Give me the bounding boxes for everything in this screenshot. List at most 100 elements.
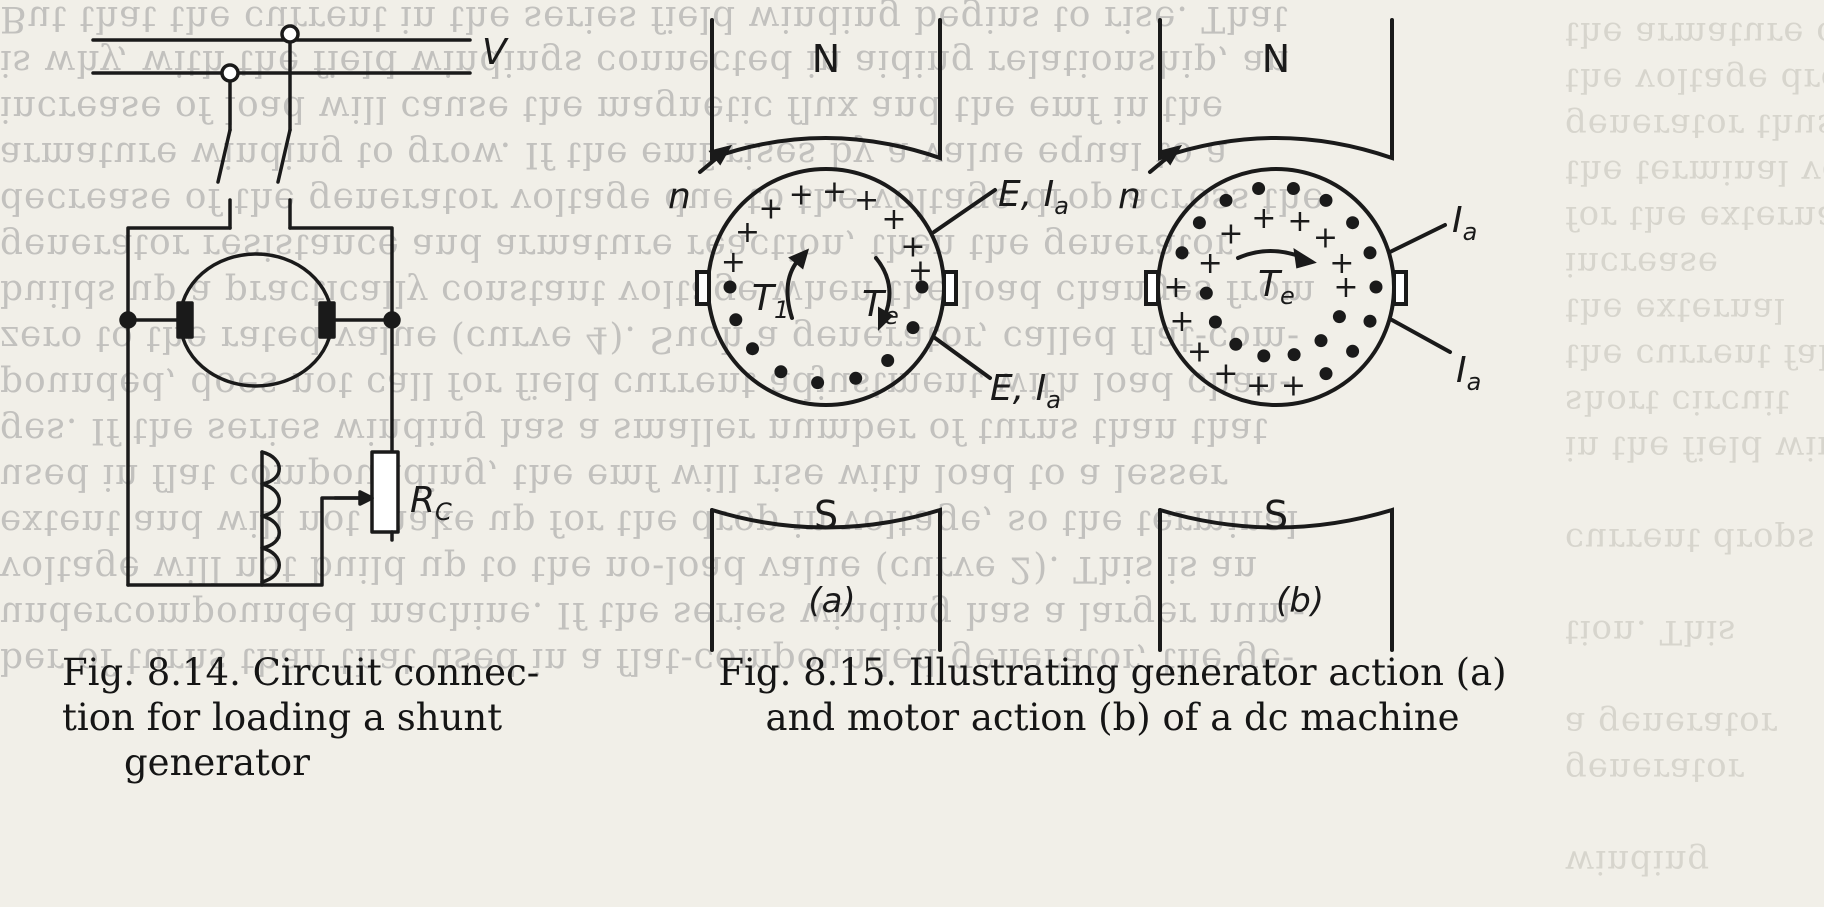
fig-8-15a-generator [695, 18, 997, 652]
torque-label-te-b: Te [1258, 264, 1295, 310]
caption-fig-8-14: Fig. 8.14. Circuit connec- tion for load… [62, 650, 539, 785]
current-top-sub: a [1463, 218, 1478, 246]
caption-8-15-line-1: Fig. 8.15. Illustrating generator action… [718, 651, 1507, 694]
caption-8-14-line-1: Fig. 8.14. Circuit connec- [62, 651, 540, 694]
pole-s-a [710, 507, 942, 652]
rheostat-arrow [358, 490, 374, 506]
dot-mark-b-outer-10 [1363, 314, 1377, 328]
torque-t1-sub: 1 [774, 296, 789, 324]
plus-marks-a: +++++++++ [721, 174, 933, 288]
dot-marks-b [1175, 182, 1383, 381]
dot-mark-a-7 [746, 342, 759, 356]
emf-top-main: E, I [998, 174, 1054, 215]
plus-mark-a-7: + [881, 202, 906, 237]
torque-arrowhead-t1 [788, 248, 810, 270]
dot-mark-b-outer-7 [1346, 216, 1360, 230]
torque-t1-main: T [752, 278, 777, 319]
dot-mark-b-outer-12 [1319, 367, 1333, 381]
plus-mark-b-outer-1: + [1281, 369, 1306, 404]
dot-mark-b-inner-3 [1287, 348, 1301, 362]
torque-arrowhead-te-b [1293, 248, 1317, 269]
plus-mark-a-4: + [789, 177, 814, 212]
plus-mark-b-inner-1: + [1198, 246, 1223, 281]
switch-blade-right [276, 128, 292, 184]
dot-mark-b-outer-8 [1363, 246, 1377, 260]
dot-mark-b-outer-9 [1369, 280, 1383, 294]
dot-mark-b-inner-1 [1332, 310, 1346, 324]
junction-right [383, 311, 401, 329]
dot-mark-a-3 [881, 354, 895, 367]
dot-mark-b-outer-4 [1252, 182, 1266, 195]
torque-label-te-a: Te [862, 284, 899, 330]
current-label-top: Ia [1452, 200, 1477, 246]
emf-label-bottom: E, Ia [990, 368, 1061, 414]
junction-left [119, 311, 137, 329]
leader-emf-top [932, 188, 997, 234]
label-rc: RC [410, 480, 452, 526]
plus-mark-a-6: + [854, 183, 879, 218]
pole-s-a-label: S [814, 493, 838, 537]
plus-mark-b-outer-4: + [1187, 334, 1212, 369]
plus-mark-a-5: + [822, 174, 847, 209]
label-rc-main: R [410, 480, 435, 521]
rotation-label-a: n [668, 176, 691, 217]
brush-a-right [942, 270, 958, 306]
caption-8-14-line-2: tion for loading a shunt [62, 696, 503, 739]
rotation-arrowhead-b [1158, 144, 1183, 166]
dot-mark-b-inner-2 [1314, 334, 1328, 348]
pole-n-a [710, 18, 942, 161]
brush-b-left [1144, 270, 1160, 306]
plus-mark-b-inner-5: + [1313, 221, 1338, 256]
brush-left [176, 301, 194, 339]
dot-mark-a-2 [906, 321, 920, 335]
dot-marks-a [723, 280, 929, 390]
caption-8-14-line-3: generator [124, 741, 310, 784]
plus-mark-a-8: + [900, 229, 925, 264]
dot-mark-b-outer-1 [1175, 246, 1189, 260]
leader-current-bottom [1390, 318, 1452, 354]
brush-a-left [695, 270, 711, 306]
plus-mark-b-outer-5: + [1169, 304, 1194, 339]
plus-mark-a-1: + [721, 245, 746, 280]
pole-n-a-label: N [812, 37, 840, 81]
plus-mark-b-outer-3: + [1213, 357, 1238, 392]
dot-mark-b-outer-11 [1346, 344, 1360, 358]
torque-te-b-sub: e [1280, 282, 1295, 310]
emf-bottom-main: E, I [990, 368, 1046, 409]
plus-mark-b-inner-3: + [1251, 201, 1276, 236]
torque-te-b-main: T [1258, 264, 1283, 305]
torque-te-a-sub: e [884, 302, 899, 330]
dot-mark-a-5 [811, 376, 825, 390]
torque-te-a-main: T [862, 284, 887, 325]
armature [178, 252, 334, 388]
current-bottom-sub: a [1467, 368, 1482, 396]
label-v: V [482, 32, 509, 73]
circuit-wire-top-right [288, 226, 394, 322]
pole-n-b-label: N [1262, 37, 1290, 81]
pole-s-b-label: S [1264, 493, 1288, 537]
caption-fig-8-15: Fig. 8.15. Illustrating generator action… [660, 650, 1565, 740]
rotation-arrowhead-a [708, 144, 733, 166]
emf-label-top: E, Ia [998, 174, 1069, 220]
brush-b-right [1392, 270, 1408, 306]
dot-mark-a-6 [774, 365, 788, 379]
plus-mark-a-2: + [735, 215, 760, 250]
dot-mark-b-outer-5 [1286, 182, 1300, 195]
switch-terminal-right [280, 24, 300, 44]
plus-mark-b-inner-2: + [1218, 216, 1243, 251]
switch-terminal-left [220, 63, 240, 83]
fig-8-15b-motor [1144, 18, 1452, 652]
current-bottom-main: I [1456, 350, 1467, 391]
current-label-bottom: Ia [1456, 350, 1481, 396]
emf-bottom-sub: a [1046, 386, 1061, 414]
panel-label-b: (b) [1276, 581, 1324, 621]
field-wire [126, 450, 264, 587]
torque-arrowhead-te-a [878, 306, 894, 331]
pole-s-b [1158, 507, 1394, 652]
leader-emf-bottom [933, 336, 992, 380]
caption-8-15-line-2: and motor action (b) of a dc machine [765, 696, 1460, 739]
plus-mark-b-inner-6: + [1329, 246, 1354, 281]
plus-mark-b-inner-4: + [1287, 204, 1312, 239]
